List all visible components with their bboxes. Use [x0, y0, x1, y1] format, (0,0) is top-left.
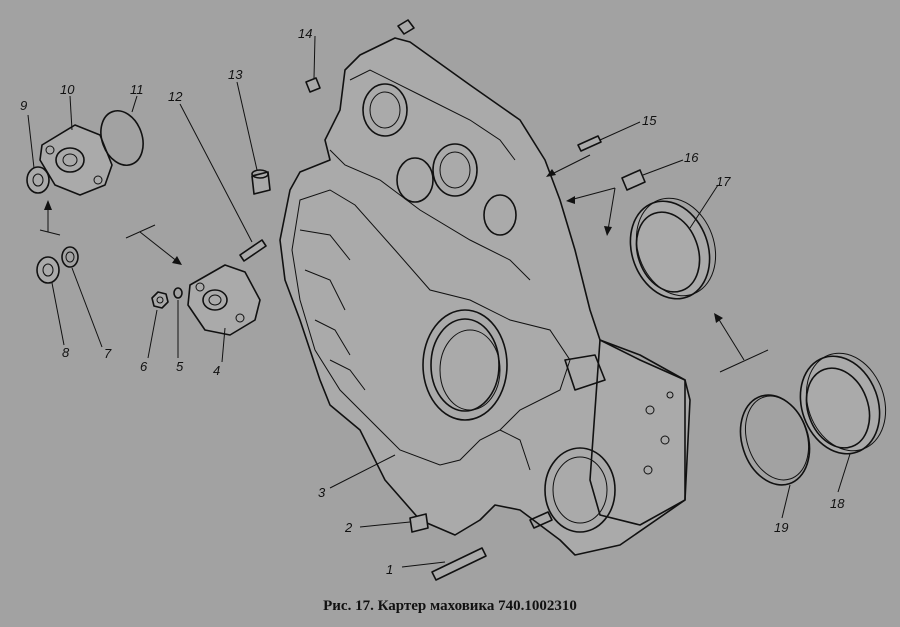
part-1-stud: [431, 547, 487, 581]
part-17-seal: [629, 197, 717, 300]
part-number-labels: 1 2 3 4 5 6 7 8 9 10 11 12 13 14 15 16 1…: [20, 26, 845, 577]
leader-lines: [27, 35, 851, 568]
part-6-nut: [151, 291, 169, 309]
label-part-2: 2: [344, 520, 353, 535]
assembly-arrows: [39, 154, 769, 373]
part-14-plug: [305, 77, 321, 93]
label-part-17: 17: [716, 174, 731, 189]
part-9-washer: [26, 166, 50, 194]
part-16-plug: [621, 169, 646, 191]
label-part-12: 12: [168, 89, 183, 104]
part-19-ring: [739, 394, 811, 486]
flywheel-housing: [279, 37, 691, 556]
label-part-6: 6: [140, 359, 148, 374]
figure-caption: Рис. 17. Картер маховика 740.1002310: [323, 598, 577, 614]
part-15-pin: [577, 135, 602, 152]
label-part-16: 16: [684, 150, 699, 165]
part-7-ring: [61, 246, 79, 268]
part-4-bracket: [187, 264, 261, 336]
part-5-washer: [173, 287, 183, 299]
part-13-bushing: [251, 169, 271, 195]
label-part-18: 18: [830, 496, 845, 511]
part-11-o-ring: [100, 110, 144, 166]
label-part-13: 13: [228, 67, 243, 82]
label-part-9: 9: [20, 98, 27, 113]
label-part-10: 10: [60, 82, 75, 97]
label-part-8: 8: [62, 345, 70, 360]
label-part-7: 7: [104, 346, 112, 361]
label-part-11: 11: [130, 82, 144, 97]
part-8-washer: [36, 256, 60, 284]
label-part-3: 3: [318, 485, 326, 500]
part-14-cap: [397, 19, 415, 35]
label-part-14: 14: [298, 26, 312, 41]
part-18-seal: [799, 352, 887, 455]
label-part-19: 19: [774, 520, 788, 535]
label-part-1: 1: [386, 562, 393, 577]
part-12-stud: [239, 239, 267, 262]
label-part-5: 5: [176, 359, 184, 374]
label-part-4: 4: [213, 363, 220, 378]
part-2-plug: [409, 513, 429, 533]
label-part-15: 15: [642, 113, 657, 128]
part-10-flange: [39, 124, 113, 196]
